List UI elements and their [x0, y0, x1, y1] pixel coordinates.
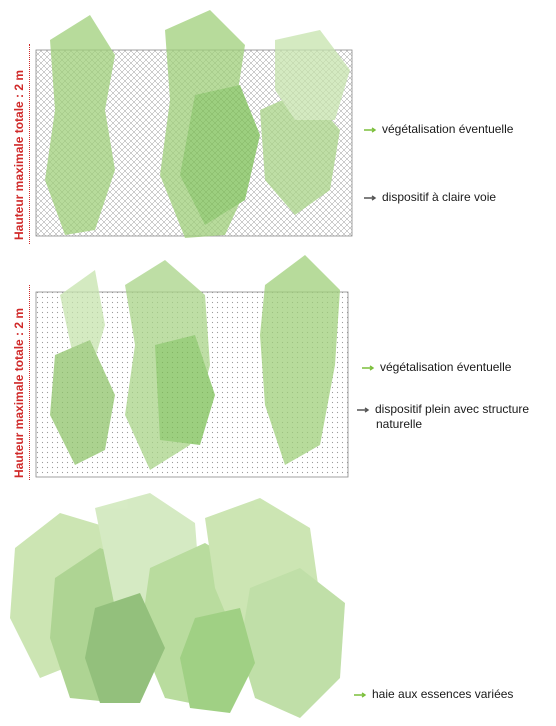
label-plein-line2: naturelle: [376, 417, 423, 431]
green-arrow-icon: [362, 365, 375, 371]
mesh-fence-drawing: [35, 10, 353, 238]
vegetation-group-1: [45, 10, 350, 238]
label-vegetalisation-1: végétalisation éventuelle: [364, 122, 513, 137]
hedge-drawing: [10, 493, 345, 718]
foliage-shape: [45, 15, 115, 235]
claire-voie-illustration: [20, 0, 365, 245]
gray-arrow-icon: [357, 407, 370, 413]
foliage-shape: [180, 85, 260, 225]
label-plein: dispositif plein avec structure naturell…: [357, 402, 529, 432]
height-dimension-line: [29, 44, 30, 244]
foliage-shape: [260, 255, 340, 465]
vegetation-group-2: [50, 255, 340, 470]
label-haie: haie aux essences variées: [354, 687, 513, 702]
haie-illustration: [0, 488, 360, 726]
green-arrow-icon: [354, 692, 367, 698]
label-claire-voie: dispositif à claire voie: [364, 190, 496, 205]
plein-illustration: [20, 245, 365, 485]
foliage-shape: [240, 568, 345, 718]
gray-arrow-icon: [364, 195, 377, 201]
foliage-shape: [275, 30, 350, 120]
foliage-shape: [85, 593, 165, 703]
solid-fence-drawing: [35, 255, 349, 478]
foliage-shape: [260, 90, 340, 215]
height-dimension-line: [29, 285, 30, 480]
foliage-shape: [180, 608, 255, 713]
foliage-shape: [155, 335, 215, 445]
label-vegetalisation-2: végétalisation éventuelle: [362, 360, 511, 375]
green-arrow-icon: [364, 127, 377, 133]
foliage-shape: [50, 340, 115, 465]
vegetation-group-3: [10, 493, 345, 718]
